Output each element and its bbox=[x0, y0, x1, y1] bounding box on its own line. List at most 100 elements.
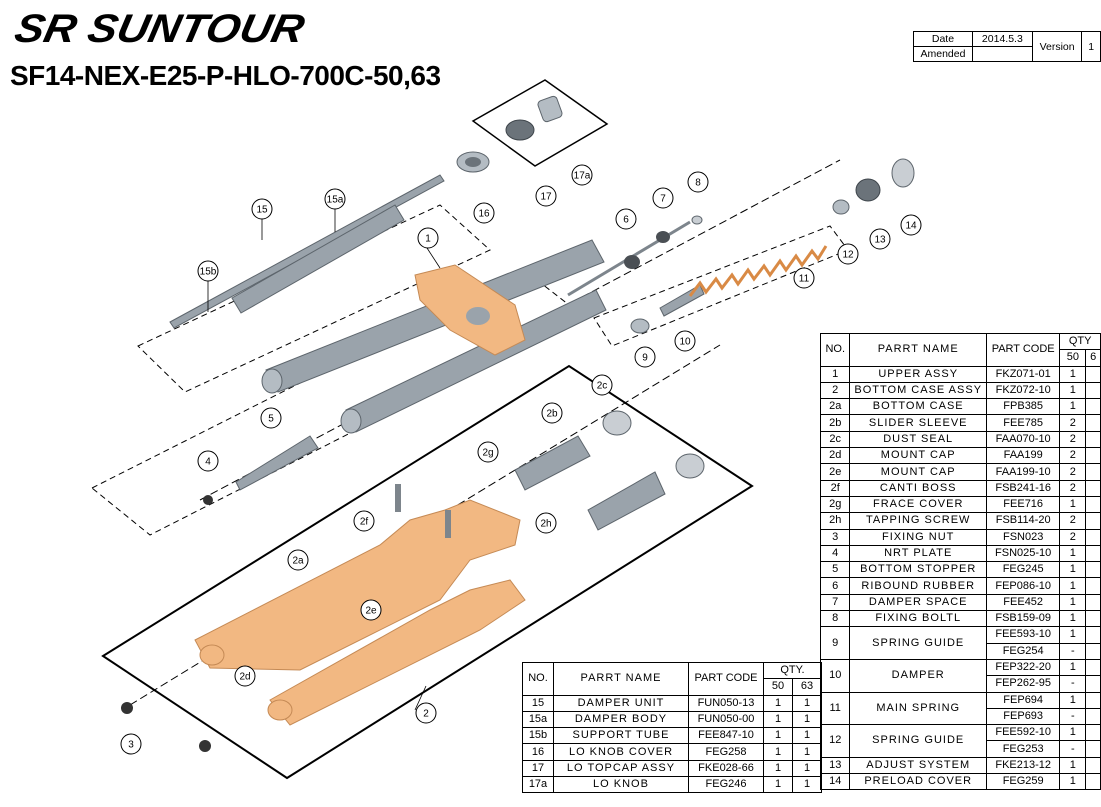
part-no: 10 bbox=[819, 658, 851, 693]
qty-50: - bbox=[1059, 707, 1087, 726]
part-no: 1 bbox=[819, 365, 851, 383]
sr-suntour-logo: SR SUNTOUR bbox=[11, 8, 309, 48]
lo-knob-cover-part bbox=[456, 151, 490, 173]
qty-50: 1 bbox=[763, 710, 793, 729]
part-name: FRACE COVER bbox=[849, 495, 987, 514]
part-name: LO KNOB bbox=[553, 776, 689, 794]
callout-text: 13 bbox=[874, 235, 886, 246]
callout-text: 2d bbox=[239, 672, 250, 683]
part-code: FEG254 bbox=[985, 642, 1061, 660]
part-no: 13 bbox=[819, 756, 851, 775]
part-code: FKE213-12 bbox=[985, 756, 1061, 775]
callout-14: 14 bbox=[900, 214, 922, 236]
part-code: FEG245 bbox=[985, 561, 1061, 579]
qty-50: 1 bbox=[1059, 756, 1087, 775]
callout-3: 3 bbox=[120, 733, 142, 755]
part-code: FAA070-10 bbox=[985, 430, 1061, 449]
qty-63 bbox=[1085, 495, 1101, 514]
callout-text: 17a bbox=[574, 171, 591, 182]
qty-63 bbox=[1085, 642, 1101, 660]
part-name: LO KNOB COVER bbox=[553, 743, 689, 761]
part-code: FEE592-10 bbox=[985, 724, 1061, 742]
callout-text: 5 bbox=[268, 414, 274, 425]
part-no: 2b bbox=[819, 414, 851, 432]
slider-sleeve-part bbox=[514, 435, 666, 531]
part-name: DAMPER bbox=[849, 658, 987, 693]
part-name: ADJUST SYSTEM bbox=[849, 756, 987, 775]
callout-2f: 2f bbox=[353, 510, 375, 532]
part-name: BOTTOM CASE bbox=[849, 398, 987, 416]
part-name: MOUNT CAP bbox=[849, 463, 987, 481]
qty-50: - bbox=[1059, 675, 1087, 693]
callout-text: 15b bbox=[200, 267, 217, 278]
qty-63 bbox=[1085, 381, 1101, 400]
col-qty: QTY bbox=[1059, 332, 1101, 351]
qty-63 bbox=[1085, 365, 1101, 383]
part-code: FKE028-66 bbox=[688, 759, 764, 778]
damper-rod-parts bbox=[567, 215, 703, 297]
header-box: Date 2014.5.3 Version 1 Amended bbox=[913, 31, 1101, 62]
part-code: FEG246 bbox=[688, 776, 764, 794]
qty-50: 2 bbox=[1059, 430, 1087, 449]
part-no: 2a bbox=[819, 398, 851, 416]
part-no: 5 bbox=[819, 561, 851, 579]
callout-text: 8 bbox=[695, 178, 701, 189]
part-no: 15b bbox=[522, 727, 554, 745]
date-label: Date bbox=[913, 31, 973, 47]
col-no: NO. bbox=[522, 662, 554, 696]
qty-50: 1 bbox=[1059, 561, 1087, 579]
version-label: Version bbox=[1031, 31, 1083, 62]
qty-63 bbox=[1085, 447, 1101, 465]
callout-text: 2h bbox=[540, 519, 551, 530]
col-63: 6 bbox=[1085, 349, 1101, 367]
callout-15b: 15b bbox=[197, 260, 219, 282]
qty-63 bbox=[1085, 626, 1101, 644]
qty-50: 2 bbox=[1059, 414, 1087, 432]
callout-2a: 2a bbox=[287, 549, 309, 571]
callout-text: 2 bbox=[423, 709, 429, 720]
qty-50: 1 bbox=[1059, 626, 1087, 644]
callout-6: 6 bbox=[615, 208, 637, 230]
callout-text: 15a bbox=[327, 195, 344, 206]
main-spring-part bbox=[688, 245, 828, 297]
part-no: 6 bbox=[819, 577, 851, 595]
qty-50: 1 bbox=[1059, 544, 1087, 563]
table-row: FEG253- bbox=[821, 740, 1101, 758]
part-name: FIXING BOLTL bbox=[849, 610, 987, 628]
callout-17: 17 bbox=[535, 185, 557, 207]
part-code: FEE847-10 bbox=[688, 727, 764, 745]
col-code: PART CODE bbox=[688, 662, 764, 696]
part-name: SPRING GUIDE bbox=[849, 724, 987, 758]
callout-text: 11 bbox=[799, 274, 810, 285]
callout-5: 5 bbox=[260, 407, 282, 429]
callout-text: 9 bbox=[642, 353, 648, 364]
callout-2h: 2h bbox=[535, 512, 557, 534]
part-name: TAPPING SCREW bbox=[849, 512, 987, 530]
col-63: 63 bbox=[792, 678, 822, 696]
qty-50: - bbox=[1059, 642, 1087, 660]
small-hardware bbox=[121, 484, 451, 752]
qty-50: 2 bbox=[1059, 463, 1087, 481]
topcap-box bbox=[471, 79, 609, 167]
qty-50: 1 bbox=[1059, 381, 1087, 400]
part-name: DAMPER SPACE bbox=[849, 593, 987, 612]
qty-50: 1 bbox=[1059, 577, 1087, 595]
part-name: SUPPORT TUBE bbox=[553, 727, 689, 745]
callout-13: 13 bbox=[869, 228, 891, 250]
qty-63: 1 bbox=[792, 710, 822, 729]
callout-2d: 2d bbox=[234, 665, 256, 687]
part-code: FEE716 bbox=[985, 495, 1061, 514]
table-row: FEP693- bbox=[821, 707, 1101, 726]
callout-text: 2e bbox=[365, 606, 377, 617]
callout-text: 10 bbox=[679, 337, 691, 348]
